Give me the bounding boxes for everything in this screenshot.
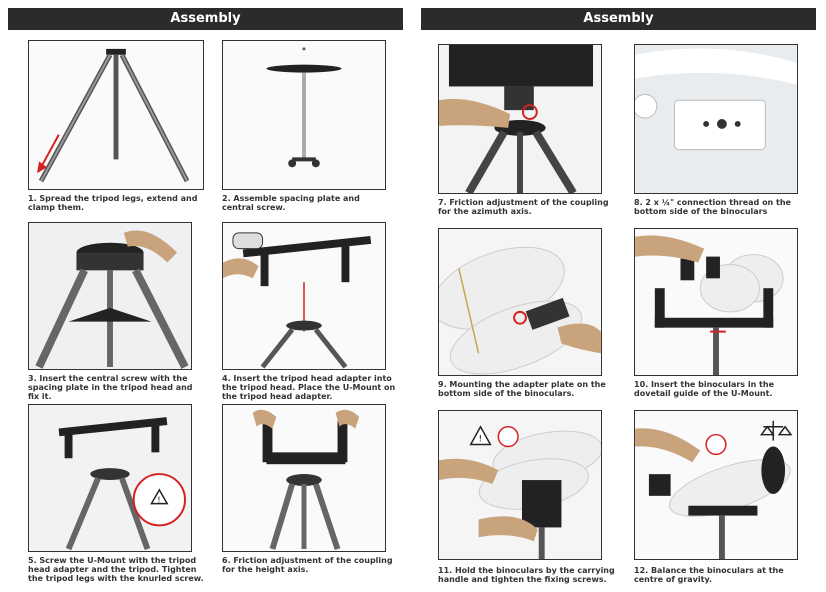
assembly-header-left: Assembly: [8, 8, 403, 30]
step-6-caption: 6. Friction adjustment of the coupling f…: [222, 556, 393, 574]
step-10-caption: 10. Insert the binoculars in the dovetai…: [634, 380, 774, 398]
step-2-image: [222, 40, 386, 190]
step-9-image: [438, 228, 602, 376]
step-12-image: [634, 410, 798, 560]
step-3-image: [28, 222, 192, 370]
svg-text:!: !: [479, 435, 483, 445]
step-5-image: !: [28, 404, 192, 552]
step-8-caption: 8. 2 x ¼" connection thread on the botto…: [634, 198, 791, 216]
step-11-caption: 11. Hold the binoculars by the carrying …: [438, 566, 615, 584]
step-4-caption: 4. Insert the tripod head adapter into t…: [222, 374, 396, 401]
step-10-image: [634, 228, 798, 376]
step-5-caption: 5. Screw the U-Mount with the tripod hea…: [28, 556, 204, 583]
step-12-caption: 12. Balance the binoculars at the centre…: [634, 566, 784, 584]
step-9-caption: 9. Mounting the adapter plate on the bot…: [438, 380, 606, 398]
step-6-image: [222, 404, 386, 552]
step-8-image: [634, 44, 798, 194]
step-3-caption: 3. Insert the central screw with the spa…: [28, 374, 193, 401]
step-4-image: [222, 222, 386, 370]
step-1-caption: 1. Spread the tripod legs, extend and cl…: [28, 194, 198, 212]
step-7-image: [438, 44, 602, 194]
assembly-header-right: Assembly: [421, 8, 816, 30]
step-2-caption: 2. Assemble spacing plate and central sc…: [222, 194, 360, 212]
svg-text:!: !: [157, 496, 160, 505]
step-1-image: [28, 40, 204, 190]
step-7-caption: 7. Friction adjustment of the coupling f…: [438, 198, 609, 216]
step-11-image: !: [438, 410, 602, 560]
